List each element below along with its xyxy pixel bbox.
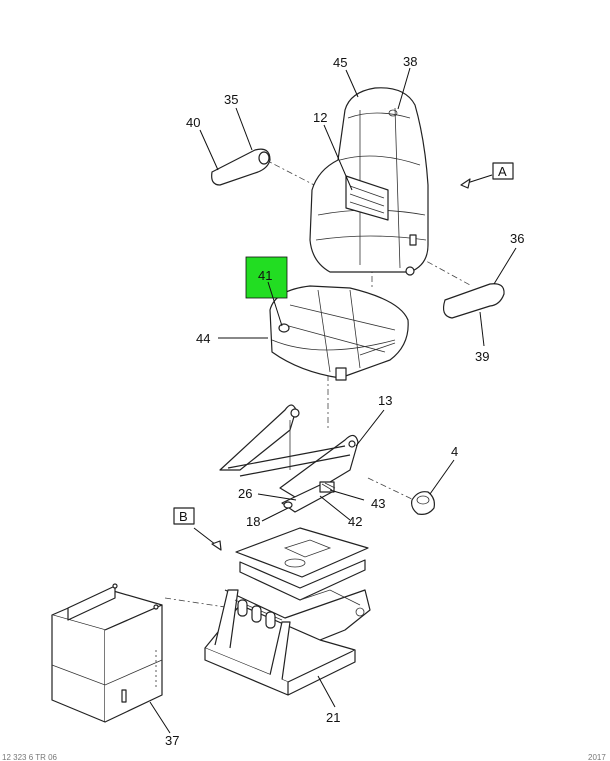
view-marker-b-box bbox=[173, 507, 195, 525]
callout-4[interactable]: 4 bbox=[451, 444, 458, 459]
callout-35[interactable]: 35 bbox=[224, 92, 238, 107]
footer-left: 12 323 6 TR 06 bbox=[2, 753, 58, 761]
adjust-knob bbox=[411, 491, 435, 515]
seat-base bbox=[204, 527, 371, 696]
callout-18[interactable]: 18 bbox=[246, 514, 260, 529]
callout-36[interactable]: 36 bbox=[510, 231, 524, 246]
footer-right: 2017 bbox=[588, 753, 606, 761]
lumbar-panel bbox=[345, 175, 389, 221]
callout-a[interactable]: A bbox=[498, 164, 507, 179]
seat-cushion bbox=[269, 285, 409, 381]
callout-44[interactable]: 44 bbox=[196, 331, 210, 346]
callout-41[interactable]: 41 bbox=[258, 268, 272, 283]
armrest-left bbox=[211, 148, 271, 186]
storage-box bbox=[51, 583, 163, 723]
seat-frame bbox=[219, 404, 359, 501]
callout-37[interactable]: 37 bbox=[165, 733, 179, 748]
arrowhead-a bbox=[460, 178, 471, 189]
leader-lines bbox=[149, 67, 517, 734]
adjuster-mechanism bbox=[281, 481, 336, 513]
callout-38[interactable]: 38 bbox=[403, 54, 417, 69]
callout-13[interactable]: 13 bbox=[378, 393, 392, 408]
callout-12[interactable]: 12 bbox=[313, 110, 327, 125]
highlight-box-41[interactable] bbox=[245, 256, 288, 299]
callout-21[interactable]: 21 bbox=[326, 710, 340, 725]
callout-b[interactable]: B bbox=[179, 509, 188, 524]
callout-39[interactable]: 39 bbox=[475, 349, 489, 364]
callout-45[interactable]: 45 bbox=[333, 55, 347, 70]
armrest-right bbox=[442, 283, 505, 319]
callout-40[interactable]: 40 bbox=[186, 115, 200, 130]
callout-42[interactable]: 42 bbox=[348, 514, 362, 529]
callouts: 45 38 35 40 12 A 36 39 41 44 13 4 26 43 … bbox=[165, 54, 524, 748]
callout-26[interactable]: 26 bbox=[238, 486, 252, 501]
seat-back bbox=[309, 87, 429, 276]
callout-43[interactable]: 43 bbox=[371, 496, 385, 511]
view-marker-a-box bbox=[492, 162, 514, 180]
arrowhead-b bbox=[211, 540, 222, 551]
